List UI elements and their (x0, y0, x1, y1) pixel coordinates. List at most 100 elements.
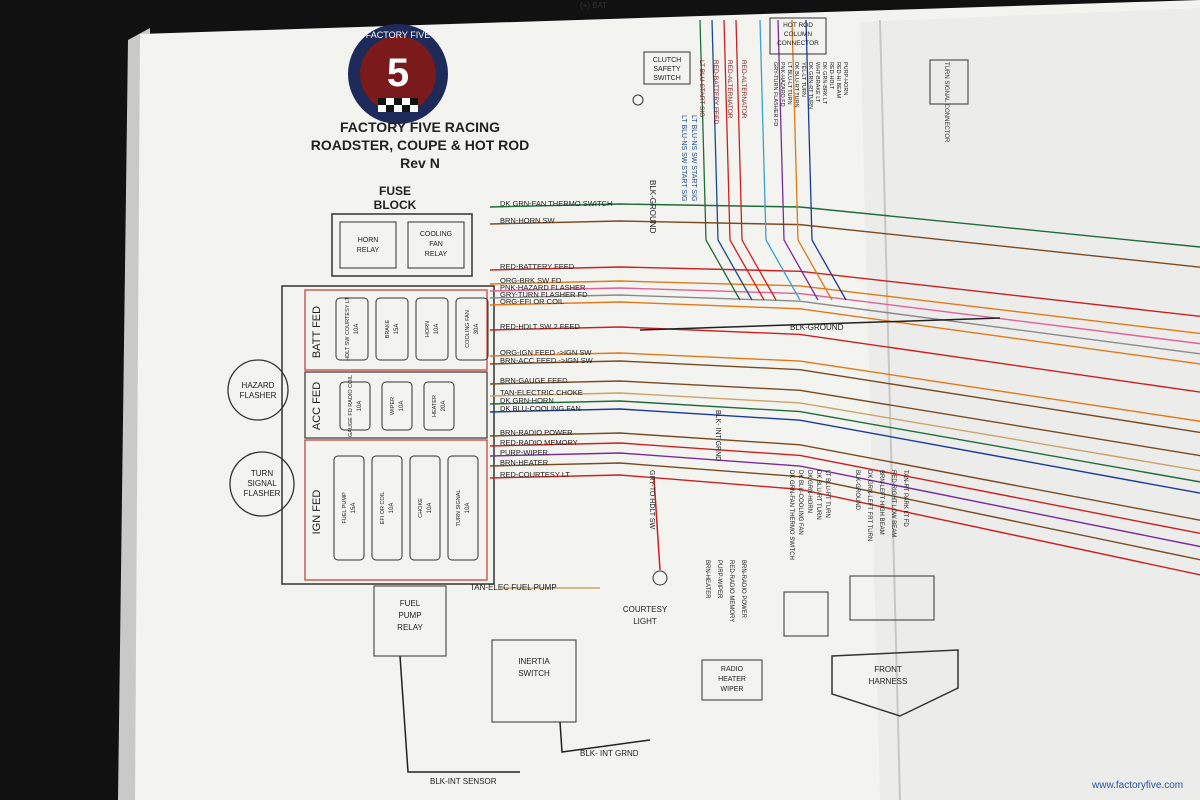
fuse-slot (333, 455, 365, 561)
courtesy-label-1: COURTESY (623, 605, 668, 614)
fuse-slot (409, 455, 441, 561)
title-line-2: ROADSTER, COUPE & HOT ROD (311, 137, 530, 153)
start-sig-label-1: LT BLU-NS SW START SIG (680, 115, 687, 201)
front-wire-label: DK GRN-HORN (806, 470, 812, 513)
fuse-slot (375, 297, 409, 361)
wire-label: RED-COURTESY LT (500, 470, 570, 479)
fuel-pump-relay-label-2: PUMP (398, 611, 421, 620)
feeder-wire (699, 19, 741, 301)
wire-line (489, 432, 1200, 521)
wire-label: PNK-HAZARD FLASHER (500, 283, 586, 292)
turn-flasher-label-2: SIGNAL (247, 479, 277, 488)
wire-label: DK GRN-HORN (500, 396, 554, 405)
feeder-wire (777, 19, 819, 301)
feeder-wire (723, 19, 765, 301)
hazard-flasher-label-1: HAZARD (242, 381, 275, 390)
hazard-flasher-label-2: FLASHER (240, 391, 277, 400)
wire-label: PURP-WIPER (500, 448, 549, 457)
wire-line (489, 266, 1200, 318)
hot-rod-column-connector (769, 17, 827, 55)
website-url[interactable]: www.factoryfive.com (1091, 780, 1183, 791)
wire-label: ORG-BRK SW FD (500, 276, 562, 285)
acc-fed-label: ACC FED (311, 382, 323, 430)
fuse-amp: 10A (389, 503, 395, 514)
wire-label: BRN-ACC FEED ->IGN SW (500, 356, 594, 365)
horn-relay-label-2: RELAY (357, 247, 380, 254)
fuel-pump-relay-label-3: RELAY (397, 623, 423, 632)
wire-line (489, 294, 1200, 355)
hazard-flasher: HAZARD FLASHER (227, 359, 289, 421)
wire-line (489, 360, 1200, 434)
radio-wire-label: BRN-HEATER (704, 560, 710, 599)
fuse-slot (339, 381, 371, 431)
turn-signal-connector (929, 59, 969, 105)
wire-label: RED-RADIO MEMORY (500, 438, 578, 447)
relay-panel (331, 213, 473, 277)
int-grnd-label: BLK- INT GRND (580, 749, 639, 758)
top-wire-label: LT BLU-START SIG (698, 60, 705, 117)
wire-label: DK BLU-COOLING FAN (500, 404, 581, 413)
feeder-wire (735, 19, 777, 301)
wire-line (489, 474, 1200, 576)
courtesy-light-icon (652, 570, 668, 586)
column-wire-label: RED-HI BEAM (835, 62, 841, 98)
fuse-slot (423, 381, 455, 431)
fuse-amp: 15A (394, 324, 400, 335)
wire-label: TAN-ELECTRIC CHOKE (500, 388, 583, 397)
int-sensor-label: BLK-INT SENSOR (430, 777, 497, 786)
front-wire-label: DK BLU-COOLING FAN (797, 470, 803, 535)
fuse-amp: 15A (351, 503, 357, 514)
ign-fed-label: IGN FED (311, 490, 323, 535)
fuse-amp: 10A (354, 324, 360, 335)
radio-wire-label: RED-RADIO MEMORY (728, 560, 734, 622)
ign-fed-group (304, 439, 488, 581)
logo-ring-text: FACTORY FIVE (366, 30, 431, 40)
wire-line (489, 352, 1200, 422)
int-grnd-wire (559, 721, 651, 753)
binding-crease (879, 19, 901, 800)
wire-line (489, 392, 1200, 472)
blk-ground-vertical-label: BLK-GROUND (648, 180, 657, 234)
start-sig-label-2: LT BLU-NS SW START SIG (690, 115, 697, 201)
batt-fed-label: BATT FED (311, 306, 323, 358)
radio-box-label-3: WIPER (721, 686, 744, 693)
wire-label: RED-BATTERY FEED (500, 262, 575, 271)
wire-label: ORG-IGN FEED ->IGN SW (500, 348, 592, 357)
fuse-slot (381, 381, 413, 431)
fuse-slot (415, 297, 449, 361)
wire-label: RED-HDLT SW 2 FEED (500, 322, 580, 331)
fuel-pump-wire-label: TAN-ELEC FUEL PUMP (470, 583, 557, 592)
fuse-name: EFI OR COIL (380, 492, 386, 525)
fuse-amp: 10A (465, 503, 471, 514)
front-wire-label: TAN-RT PARK LT FD (902, 470, 908, 527)
gry-hdlt-label: GRY-TO HDLT SW (648, 470, 655, 530)
front-connector-a (783, 591, 829, 637)
wire-line (489, 301, 1200, 365)
batt-fed-group (304, 289, 488, 371)
clutch-safety-switch (643, 51, 691, 85)
wire-label: BRN-HEATER (500, 458, 549, 467)
inertia-switch (491, 639, 577, 723)
front-harness-label-2: HARNESS (869, 677, 908, 686)
fuse-name: CHOKE (418, 498, 424, 518)
front-harness-label-1: FRONT (874, 665, 902, 674)
wire-line (489, 400, 1200, 483)
ground-label: BLK-GROUND (790, 323, 844, 332)
column-wire-label: GRY-TURN FLASHER FD (772, 62, 778, 126)
front-harness-block (831, 649, 959, 717)
top-wire-label: RED-ALTERNATOR (740, 60, 747, 119)
radio-box-label-1: RADIO (721, 666, 744, 673)
feeder-wire (711, 19, 753, 301)
wire-label: BRN-HORN SW (500, 216, 556, 225)
column-wire-label: WHT-BRAKE LT (814, 62, 820, 103)
column-wire-label: RED-HDLT (828, 62, 834, 90)
